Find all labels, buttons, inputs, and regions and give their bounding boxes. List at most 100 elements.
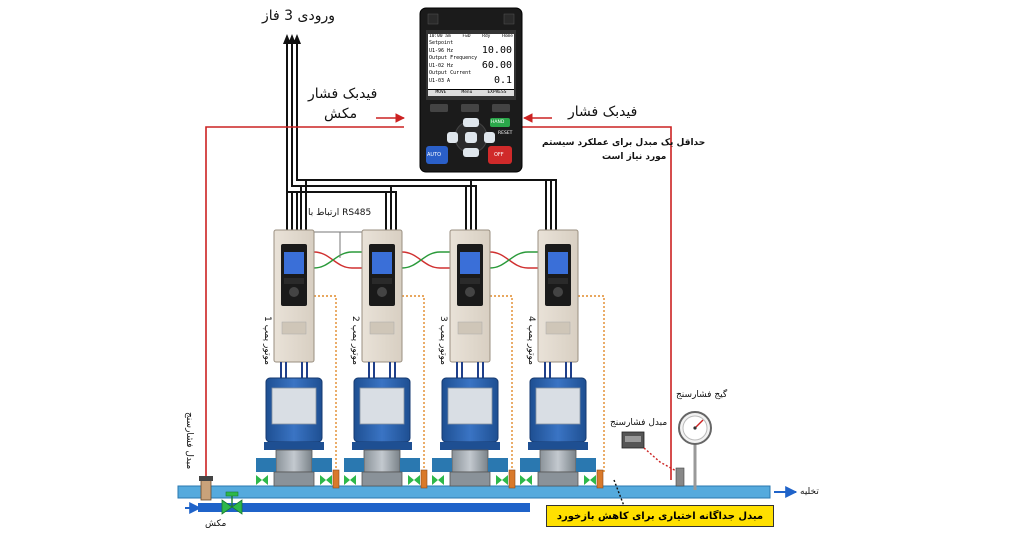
suction-transmitter xyxy=(199,476,213,501)
pump-base xyxy=(449,471,491,487)
keypad-row-label: Output Current xyxy=(429,70,472,76)
vfd-dial xyxy=(465,287,475,297)
vfd-buttons xyxy=(548,278,568,284)
vfd-dial xyxy=(553,287,563,297)
inlet-valve xyxy=(520,475,526,485)
pump-base xyxy=(537,471,579,487)
rs485-label: ارتباط با RS485 xyxy=(308,208,372,218)
keypad-state: Rdy xyxy=(482,34,491,39)
outlet-valve xyxy=(414,475,420,485)
pump-base xyxy=(361,471,403,487)
pump-pressure-sensor xyxy=(508,469,516,489)
inlet-valve xyxy=(256,475,262,485)
inlet-valve xyxy=(432,475,438,485)
pump-casing xyxy=(363,449,401,473)
pump-label-2: موتور پمپ 2 xyxy=(350,316,360,365)
signal-wires xyxy=(314,295,605,472)
suction-feedback-label: فیدبک فشار xyxy=(308,86,378,102)
keypad-row-label: Output Frequency xyxy=(429,55,478,61)
outlet-valve xyxy=(590,475,596,485)
vfd-label-plate xyxy=(369,321,395,335)
vfd-screen xyxy=(548,252,568,274)
motor-terminal-box xyxy=(271,387,317,425)
vfd-buttons xyxy=(460,278,480,284)
keypad-hand-label: HAND xyxy=(491,120,505,125)
keypad-softkey-2: Menu xyxy=(461,90,473,95)
pump-inlet xyxy=(432,458,452,472)
pump-pressure-sensor xyxy=(332,469,340,489)
pump-outlet xyxy=(400,458,420,472)
discharge-label: تخلیه xyxy=(800,487,819,497)
keypad-home: Home xyxy=(502,34,513,39)
power-input-arrows xyxy=(283,34,301,44)
inlet-valve xyxy=(262,475,268,485)
keypad-time: 10:00 am xyxy=(429,34,451,39)
pump-inlet xyxy=(344,458,364,472)
suction-transmitter-label: مبدل فشارسنج xyxy=(184,412,194,470)
pump-casing xyxy=(275,449,313,473)
suction-feedback-wire xyxy=(205,126,404,490)
min-transmitter-note-2: مورد نیاز است xyxy=(602,152,667,162)
outlet-valve xyxy=(408,475,414,485)
pump-unit-4 xyxy=(520,229,604,489)
vfd-screen xyxy=(460,252,480,274)
motor-terminal-box xyxy=(535,387,581,425)
keypad-status-bar: 10:00 am FwD Rdy Home xyxy=(428,34,514,40)
inlet-valve xyxy=(438,475,444,485)
optional-transmitter-note: مبدل جداگانه اختیاری برای کاهش بازخورد xyxy=(546,505,774,527)
pump-inlet xyxy=(256,458,276,472)
pump-label-4: موتور پمپ 4 xyxy=(526,316,536,365)
rs485-links xyxy=(312,231,540,269)
min-transmitter-note: حداقل یک مبدل برای عملکرد سیستم xyxy=(542,138,706,148)
vfd-dial xyxy=(377,287,387,297)
pump-outlet xyxy=(576,458,596,472)
pump-unit-2 xyxy=(344,229,428,489)
outlet-valve xyxy=(584,475,590,485)
keypad-off-label: OFF xyxy=(494,152,504,158)
keypad-softkey-1: MOVE xyxy=(435,90,447,95)
keypad-reset-label: RESET xyxy=(498,131,513,136)
vfd-screen xyxy=(284,252,304,274)
vfd-label-plate xyxy=(457,321,483,335)
vfd-dial xyxy=(289,287,299,297)
motor-flange xyxy=(352,442,412,450)
pump-casing xyxy=(451,449,489,473)
motor-flange xyxy=(440,442,500,450)
suction-pipe xyxy=(198,503,530,512)
pressure-feedback-label: فیدبک فشار xyxy=(568,104,638,120)
inlet-valve xyxy=(350,475,356,485)
vfd-screen xyxy=(372,252,392,274)
vfd-label-plate xyxy=(281,321,307,335)
three-phase-input-label: ورودی 3 فاز xyxy=(262,8,336,24)
keypad-softkey-bar: MOVE Menu EXPRESS xyxy=(428,89,514,96)
keypad-row-value: 10.00 xyxy=(481,45,512,56)
motor-terminal-box xyxy=(447,387,493,425)
optional-transmitter-note-text: مبدل جداگانه اختیاری برای کاهش بازخورد xyxy=(556,510,764,522)
outlet-valve xyxy=(320,475,326,485)
keypad-row-code: U1-96 Hz xyxy=(429,48,454,54)
optional-transmitter-pointer xyxy=(613,479,625,507)
keypad-direction: FwD xyxy=(462,34,471,39)
keypad-row-value-line: U1-96 Hz 10.00 xyxy=(428,45,514,56)
pump-pressure-sensor xyxy=(420,469,428,489)
pressure-transmitter-label: مبدل فشارسنج xyxy=(610,418,668,428)
pressure-gauge xyxy=(678,411,712,490)
keypad-row-value: 0.1 xyxy=(493,75,512,86)
pump-unit-3 xyxy=(432,229,516,489)
pump-outlet xyxy=(488,458,508,472)
discharge-header-pipe xyxy=(177,485,771,499)
outlet-valve xyxy=(326,475,332,485)
motor-flange xyxy=(264,442,324,450)
pump-pressure-sensor xyxy=(596,469,604,489)
keypad-auto-label: AUTO xyxy=(427,152,442,158)
motor-terminal-box xyxy=(359,387,405,425)
power-input-lines xyxy=(286,40,557,230)
keypad-row-label: Setpoint xyxy=(429,40,454,46)
pump-base xyxy=(273,471,315,487)
vfd-label-plate xyxy=(545,321,571,335)
outlet-valve xyxy=(502,475,508,485)
